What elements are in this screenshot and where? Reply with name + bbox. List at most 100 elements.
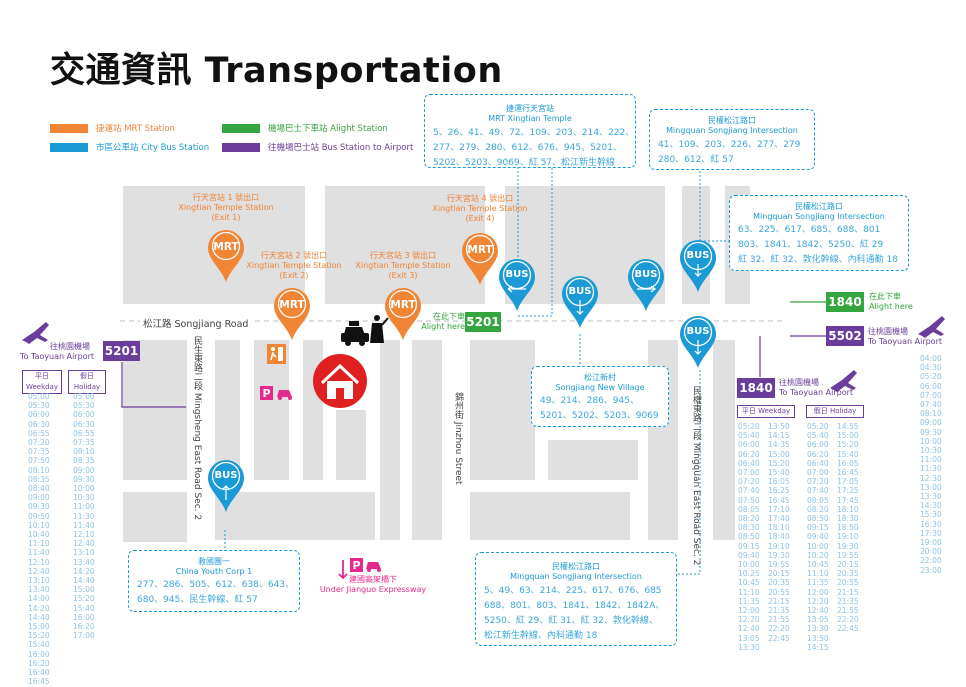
departure-time: 14:00 xyxy=(28,594,50,604)
departure-time: 10:25 xyxy=(738,569,760,579)
departure-time: 13:50 xyxy=(807,633,829,643)
departure-time: 08:35 xyxy=(73,456,95,466)
departure-time: 11:00 xyxy=(920,455,942,465)
departure-time: 10:00 xyxy=(920,436,942,446)
mrt-exit1-en: Xingtian Temple Station xyxy=(178,203,274,212)
arrow-down-icon xyxy=(576,300,584,315)
route-line: 803、1841、1842、5250、紅 29 xyxy=(738,240,884,250)
mrt-exit3-zh: 行天宮站 3 號出口 xyxy=(369,251,437,260)
holiday-en: Holiday xyxy=(73,383,101,391)
departure-time: 13:30 xyxy=(738,642,760,652)
departure-time: 05:30 xyxy=(28,401,50,411)
departure-time: 14:40 xyxy=(28,612,50,622)
route-line: 5201、5202、5203、9069 xyxy=(540,411,659,421)
mrt-pin-exit4[interactable]: MRT xyxy=(461,232,499,286)
departure-time: 13:50 xyxy=(768,422,790,431)
departure-time: 07:50 xyxy=(28,456,50,466)
mrt-exit1-label: 行天宮站 1 號出口 Xingtian Temple Station (Exit… xyxy=(166,193,286,223)
weekday-header-1840: 平日 Weekday xyxy=(737,405,795,418)
departure-time: 12:40 xyxy=(73,539,95,549)
mrt-pin-exit1[interactable]: MRT xyxy=(207,229,245,283)
departure-time: 09:00 xyxy=(28,493,50,503)
expressway-label: 建國高架橋下 Under Jianguo Expressway xyxy=(318,575,428,595)
departure-time: 05:20 xyxy=(920,372,942,382)
departure-time: 12:10 xyxy=(28,557,50,567)
departure-time: 13:10 xyxy=(73,548,95,558)
departure-time: 13:30 xyxy=(920,492,942,502)
mrt-exit4-num: (Exit 4) xyxy=(465,214,495,223)
bus-box-china-youth: 救國團一 China Youth Corp 1 277、286、505、612、… xyxy=(128,550,300,612)
departure-time: 11:10 xyxy=(28,539,50,549)
legend-alight: 機場巴士下車站 Alight Station xyxy=(222,122,388,134)
bus-pin-mingquan-top[interactable]: BUS xyxy=(679,239,717,293)
departure-time: 09:40 xyxy=(807,532,829,542)
mrt-pin-exit3[interactable]: MRT xyxy=(384,287,422,341)
departure-time: 07:20 xyxy=(28,438,50,448)
departure-time: 08:10 xyxy=(28,465,50,475)
route-line: 41、109、203、226、277、279 xyxy=(658,140,801,150)
departure-time: 15:00 xyxy=(837,431,859,441)
departure-time: 07:00 xyxy=(920,390,942,400)
bus-box-mingquan-bottom-zh: 民權松江路口 xyxy=(552,562,600,571)
departure-time: 09:50 xyxy=(28,511,50,521)
hotel-house-icon[interactable] xyxy=(313,354,367,408)
bus-pin-new-village[interactable]: BUS xyxy=(561,275,599,329)
departure-time: 22:20 xyxy=(768,624,790,634)
bus-pin-xingtian[interactable]: BUS xyxy=(498,258,536,312)
departure-time: 11:00 xyxy=(73,502,95,512)
departure-time: 11:40 xyxy=(28,548,50,558)
airport-5201-label: 往桃園機場 To Taoyuan Airport xyxy=(20,342,102,362)
departure-time: 07:35 xyxy=(73,438,95,448)
alight-1840-en: Alight here xyxy=(869,302,913,311)
departure-time: 10:10 xyxy=(28,520,50,530)
departure-time: 06:00 xyxy=(28,410,50,420)
departure-time: 20:55 xyxy=(837,578,859,588)
airport-5502-badge: 5502 xyxy=(826,326,864,346)
departure-time: 09:30 xyxy=(28,502,50,512)
departure-time: 07:00 xyxy=(807,468,829,478)
bus-box-mingquan-right: 民權松江路口 Mingquan Songjiang Intersection 6… xyxy=(729,195,909,271)
departure-time: 06:20 xyxy=(807,449,829,459)
departure-time: 19:30 xyxy=(837,541,859,551)
departure-time: 21:55 xyxy=(837,606,859,616)
bus-pin-label: BUS xyxy=(215,470,238,481)
departure-time: 06:00 xyxy=(920,381,942,391)
bus-pin-label: BUS xyxy=(635,269,658,280)
bus-pin-mingquan-bottom[interactable]: BUS xyxy=(679,315,717,369)
exit-icon xyxy=(267,344,286,364)
bus-pin-label: BUS xyxy=(506,269,529,280)
alight-5201-zh: 在此下車 xyxy=(433,312,465,321)
departure-time: 16:20 xyxy=(28,658,50,668)
arrow-down-icon xyxy=(694,340,702,355)
departure-time: 10:30 xyxy=(73,493,95,503)
departure-time: 13:05 xyxy=(738,633,760,643)
bus-pin-xingtian-east[interactable]: BUS xyxy=(627,258,665,312)
departure-time: 05:20 xyxy=(807,422,829,431)
departure-time: 17:45 xyxy=(837,495,859,505)
departure-time: 15:30 xyxy=(920,510,942,520)
mrt-exit2-label: 行天宮站 2 號出口 Xingtian Temple Station (Exit… xyxy=(240,251,348,281)
mrt-pin-exit2[interactable]: MRT xyxy=(273,287,311,341)
departure-time: 07:50 xyxy=(738,495,760,505)
bus-pin-china-youth[interactable]: BUS xyxy=(207,459,245,513)
departure-time: 09:00 xyxy=(73,465,95,475)
departure-time: 05:20 xyxy=(738,422,760,431)
bus-box-mingquan-bottom: 民權松江路口 Mingquan Songjiang Intersection 5… xyxy=(475,552,677,646)
departure-time: 07:40 xyxy=(920,400,942,410)
departure-time: 22:45 xyxy=(837,624,859,634)
airport-1840-badge: 1840 xyxy=(737,378,775,398)
songjiang-road-label: 松江路 Songjiang Road xyxy=(140,316,252,330)
departure-time: 11:10 xyxy=(807,569,829,579)
departure-time: 18:10 xyxy=(768,523,790,533)
legend-label-alight: 機場巴士下車站 Alight Station xyxy=(268,124,388,134)
bus-pin-label: BUS xyxy=(569,286,592,297)
departure-time: 19:10 xyxy=(768,541,790,551)
weekday-header-5201: 平日 Weekday xyxy=(22,370,62,394)
holiday-header-1840: 假日 Holiday xyxy=(806,405,864,418)
departure-time: 12:20 xyxy=(807,596,829,606)
departure-time: 16:05 xyxy=(837,458,859,468)
